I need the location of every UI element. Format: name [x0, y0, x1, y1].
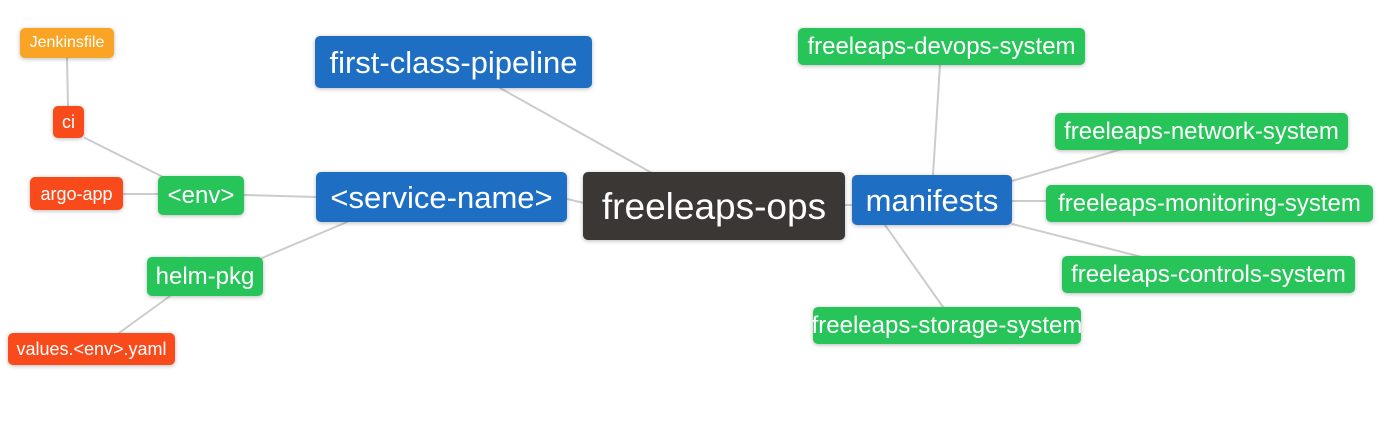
edge-manifests-controls: [1011, 223, 1143, 258]
node-helm-pkg-label: helm-pkg: [155, 262, 255, 290]
node-freeleaps-ops-label: freeleaps-ops: [601, 185, 827, 227]
node-service-name-label: <service-name>: [330, 179, 553, 215]
node-ci-label: ci: [62, 112, 75, 132]
node-freeleaps-monitoring-system-label: freeleaps-monitoring-system: [1058, 189, 1361, 217]
node-values-env-yaml[interactable]: values.<env>.yaml: [8, 333, 175, 365]
node-first-class-pipeline-label: first-class-pipeline: [329, 44, 578, 80]
node-env-label: <env>: [167, 181, 235, 209]
edge-env-servicename: [243, 194, 317, 198]
node-freeleaps-storage-system-label: freeleaps-storage-system: [811, 311, 1083, 339]
edge-values-helmpkg: [118, 295, 171, 334]
node-freeleaps-devops-system[interactable]: freeleaps-devops-system: [798, 28, 1085, 65]
node-jenkinsfile[interactable]: Jenkinsfile: [20, 28, 114, 58]
node-freeleaps-controls-system-label: freeleaps-controls-system: [1071, 260, 1346, 288]
node-freeleaps-ops-root[interactable]: freeleaps-ops: [583, 172, 845, 240]
node-first-class-pipeline[interactable]: first-class-pipeline: [315, 36, 592, 88]
node-values-env-yaml-label: values.<env>.yaml: [16, 339, 167, 359]
node-ci[interactable]: ci: [53, 106, 84, 138]
edge-servicename-ops: [566, 198, 585, 204]
node-helm-pkg[interactable]: helm-pkg: [147, 257, 263, 296]
node-freeleaps-monitoring-system[interactable]: freeleaps-monitoring-system: [1046, 185, 1373, 222]
edge-ci-env: [84, 137, 164, 178]
edge-manifests-storage: [884, 224, 944, 308]
node-service-name[interactable]: <service-name>: [316, 172, 567, 222]
node-manifests[interactable]: manifests: [852, 175, 1012, 225]
node-freeleaps-devops-system-label: freeleaps-devops-system: [807, 32, 1076, 60]
edge-jenkinsfile-ci: [66, 57, 69, 107]
edge-servicename-helmpkg: [261, 221, 348, 259]
node-argo-app[interactable]: argo-app: [30, 177, 123, 210]
edge-manifests-network: [1011, 148, 1123, 182]
edge-pipeline-ops: [499, 87, 653, 174]
node-freeleaps-network-system[interactable]: freeleaps-network-system: [1055, 113, 1348, 150]
node-manifests-label: manifests: [865, 182, 999, 218]
edge-manifests-devops: [932, 64, 941, 176]
node-jenkinsfile-label: Jenkinsfile: [29, 34, 105, 51]
node-freeleaps-controls-system[interactable]: freeleaps-controls-system: [1062, 256, 1355, 293]
node-argo-app-label: argo-app: [40, 183, 113, 204]
node-freeleaps-network-system-label: freeleaps-network-system: [1064, 117, 1339, 145]
node-freeleaps-storage-system[interactable]: freeleaps-storage-system: [811, 307, 1083, 344]
node-env[interactable]: <env>: [158, 176, 244, 215]
